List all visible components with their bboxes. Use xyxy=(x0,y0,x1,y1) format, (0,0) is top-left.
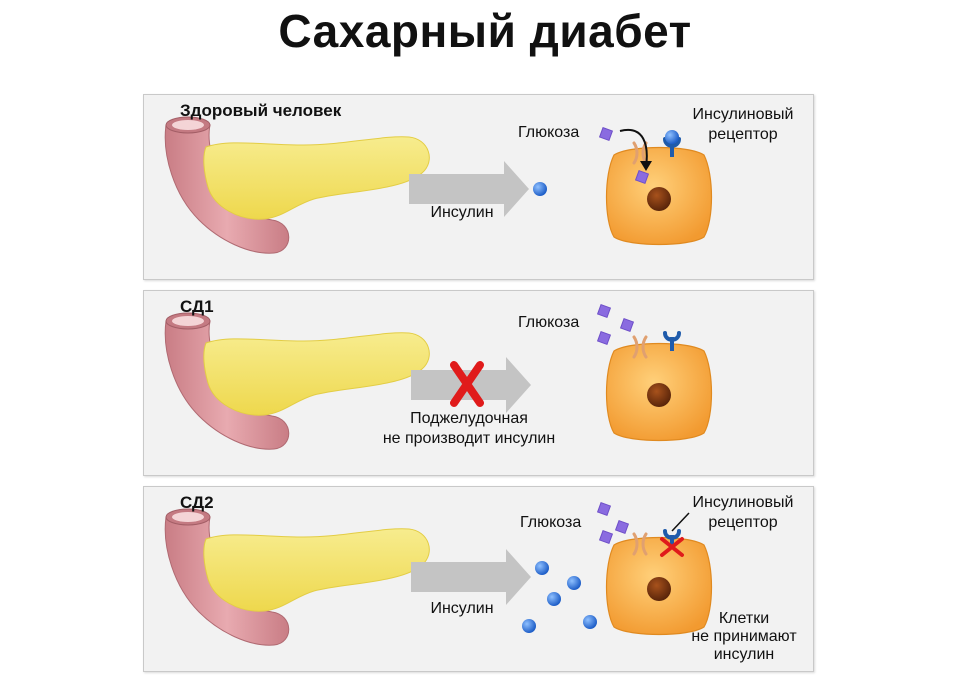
pancreas-icon xyxy=(164,508,430,646)
glucose-molecule xyxy=(599,530,613,544)
glucose-molecule xyxy=(597,331,611,345)
panel-title: СД2 xyxy=(180,493,214,512)
panel-type2-illustration xyxy=(164,502,713,646)
panel-healthy: Здоровый человек Глюкоза Инсулиновый рец… xyxy=(143,94,814,280)
panel-type2: СД2 Глюкоза Инсулиновый рецептор Инсулин… xyxy=(143,486,814,672)
glucose-label: Глюкоза xyxy=(520,514,582,531)
glucose-entry-arrowhead xyxy=(640,161,652,171)
panel-type1-illustration xyxy=(164,304,713,450)
insulin-label: Инсулин xyxy=(430,204,494,221)
cell-icon xyxy=(605,342,713,442)
page-title: Сахарный диабет xyxy=(278,5,692,57)
block-cross-icon xyxy=(450,361,484,407)
receptor-pointer-line xyxy=(671,512,690,532)
glucose-molecule xyxy=(615,520,629,534)
insulin-arrow xyxy=(411,549,531,605)
panel-healthy-illustration xyxy=(164,116,713,254)
glucose-molecule xyxy=(597,502,611,516)
receptor-block-cross-icon xyxy=(660,537,684,557)
insulin-label: Инсулин xyxy=(430,600,494,617)
panel-title: Здоровый человек xyxy=(180,101,342,120)
receptor-label-line1: Инсулиновый xyxy=(692,494,794,511)
insulin-molecule xyxy=(583,615,597,629)
receptor-label-line2: рецептор xyxy=(708,514,778,531)
glucose-entry-arrow xyxy=(619,128,648,168)
cell-note-line1: Клетки xyxy=(718,610,770,627)
insulin-molecule xyxy=(567,576,581,590)
insulin-molecule xyxy=(533,182,547,196)
insulin-molecule xyxy=(535,561,549,575)
no-insulin-label-line1: Поджелудочная xyxy=(410,410,528,427)
insulin-molecule xyxy=(547,592,561,606)
bound-insulin-molecule xyxy=(665,130,679,144)
receptor-label-line2: рецептор xyxy=(708,126,778,143)
insulin-molecule xyxy=(522,619,536,633)
panel-title: СД1 xyxy=(180,297,214,316)
glucose-label: Глюкоза xyxy=(518,124,580,141)
no-insulin-label-line2: не производит инсулин xyxy=(382,430,556,447)
glucose-molecule xyxy=(620,318,634,332)
panel-type1: СД1 Глюкоза Поджелудочная не производит … xyxy=(143,290,814,476)
cell-icon xyxy=(605,146,713,246)
pancreas-icon xyxy=(164,116,430,254)
glucose-molecule xyxy=(597,304,611,318)
glucose-molecule xyxy=(599,127,613,141)
receptor-label-line1: Инсулиновый xyxy=(692,106,794,123)
glucose-label: Глюкоза xyxy=(518,314,580,331)
cell-note-line3: инсулин xyxy=(713,646,775,663)
cell-note-line2: не принимают xyxy=(691,628,797,645)
